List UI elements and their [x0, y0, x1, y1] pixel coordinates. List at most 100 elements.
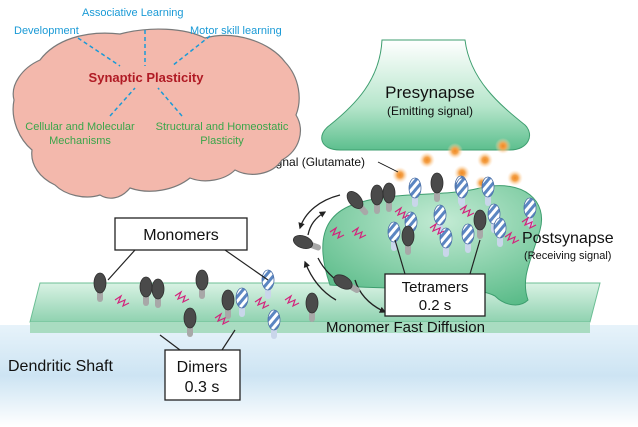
receptor-head	[481, 176, 495, 198]
receptor-head	[93, 272, 107, 294]
diffusion-squiggle	[521, 216, 537, 230]
receptor-head	[408, 177, 422, 199]
topic-motor-skill-learning: Motor skill learning	[190, 25, 282, 37]
curved-arrow	[303, 260, 337, 301]
dark-receptor	[401, 225, 415, 255]
membrane-front	[30, 322, 590, 333]
dark-receptor	[473, 209, 487, 239]
dimers-time: 0.3 s	[185, 379, 220, 396]
glutamate-signal	[477, 152, 493, 168]
topic-development: Development	[14, 25, 79, 37]
receptor-head	[305, 292, 319, 314]
monomers-pointer	[224, 249, 269, 281]
receptor-head	[493, 217, 507, 239]
striped-receptor	[493, 217, 507, 247]
dendritic-shaft-label: Dendritic Shaft	[8, 358, 113, 375]
topic-cellular-line1: Cellular and Molecular	[25, 121, 135, 133]
receptor-head	[461, 223, 475, 245]
diffusion-squiggle	[504, 231, 520, 245]
receptor-head	[151, 278, 165, 300]
connector-motor	[171, 35, 211, 67]
diffusion-squiggles	[114, 204, 537, 326]
receptor-head	[430, 172, 444, 194]
diffusion-squiggle	[459, 204, 475, 218]
striped-receptor	[267, 309, 281, 339]
curved-arrow	[307, 211, 327, 236]
tetramers-callout: Tetramers 0.2 s	[384, 239, 486, 317]
monomers-label: Monomers	[143, 227, 219, 244]
topic-structural-line2: Plasticity	[200, 135, 244, 147]
topic-cellular-line2: Mechanisms	[49, 135, 111, 147]
receptor-head	[401, 225, 415, 247]
tetramers-pointer	[469, 239, 481, 275]
topic-associative-learning: Associative Learning	[82, 7, 184, 19]
dark-receptor	[93, 272, 107, 302]
dark-receptor	[139, 276, 153, 306]
dark-receptor	[151, 278, 165, 308]
diffusion-label: Monomer Fast Diffusion	[326, 319, 485, 336]
receptor-head	[139, 276, 153, 298]
dark-receptor	[195, 269, 209, 299]
striped-receptor	[481, 176, 495, 206]
receptor-head	[387, 221, 401, 243]
monomers-pointer	[107, 249, 136, 281]
tetramers-box	[384, 273, 486, 317]
dimers-pointer	[221, 329, 236, 351]
receptor-head	[235, 287, 249, 309]
receptor-head	[195, 269, 209, 291]
dark-receptor	[382, 182, 396, 212]
striped-receptor	[408, 177, 422, 207]
receptor-head	[382, 182, 396, 204]
connector-development	[77, 37, 121, 67]
brain-connectors	[77, 30, 211, 117]
striped-receptor	[439, 227, 453, 257]
receptor-head	[439, 227, 453, 249]
receptor-head	[267, 309, 281, 331]
curved-arrow	[354, 279, 387, 313]
brain-center-label: Synaptic Plasticity	[89, 70, 205, 85]
glutamate-signal	[419, 152, 435, 168]
tetramers-label: Tetramers	[402, 279, 469, 296]
diffusion-squiggle	[214, 312, 230, 326]
monomers-callout: Monomers	[107, 217, 269, 281]
receptor-head	[292, 235, 314, 249]
dimers-label: Dimers	[177, 359, 228, 376]
postsynapse-title: Postsynapse	[522, 230, 614, 247]
presynapse-terminal	[321, 39, 530, 151]
receptors	[93, 172, 537, 339]
striped-receptor	[461, 223, 475, 253]
diffusion-squiggle	[284, 294, 300, 308]
dark-receptor	[292, 235, 322, 251]
dark-receptor	[430, 172, 444, 202]
receptor-head	[183, 307, 197, 329]
postsynapse-subtitle: (Receiving signal)	[524, 250, 611, 262]
receptor-head	[473, 209, 487, 231]
diffusion-squiggle	[254, 296, 270, 310]
dark-receptor	[305, 292, 319, 322]
receptor-head	[221, 289, 235, 311]
glutamate-signal-group	[392, 138, 523, 190]
receptor-head	[523, 197, 537, 219]
dark-receptor	[333, 274, 360, 293]
dimers-callout: Dimers 0.3 s	[159, 329, 241, 401]
monomers-box	[114, 217, 248, 251]
brain-outline	[12, 28, 301, 199]
striped-receptor	[455, 177, 469, 207]
curved-arrow	[298, 194, 341, 230]
glutamate-signal	[447, 143, 463, 159]
tetramers-time: 0.2 s	[419, 297, 452, 314]
diffusion-squiggle	[351, 226, 367, 240]
receptor-head	[346, 191, 364, 209]
dark-receptor	[346, 191, 369, 216]
topic-structural-line1: Structural and Homeostatic	[156, 121, 289, 133]
dimers-pointer	[159, 334, 181, 351]
glutamate-signal	[495, 138, 511, 154]
signal-leader-line	[377, 161, 399, 173]
dark-receptor	[183, 307, 197, 337]
tetramers-pointer	[394, 239, 406, 275]
receptor-head	[455, 177, 469, 199]
presynapse-subtitle: (Emitting signal)	[387, 104, 473, 118]
receptor-head	[433, 204, 447, 226]
receptor-head	[333, 274, 353, 290]
glutamate-signal	[392, 167, 408, 183]
